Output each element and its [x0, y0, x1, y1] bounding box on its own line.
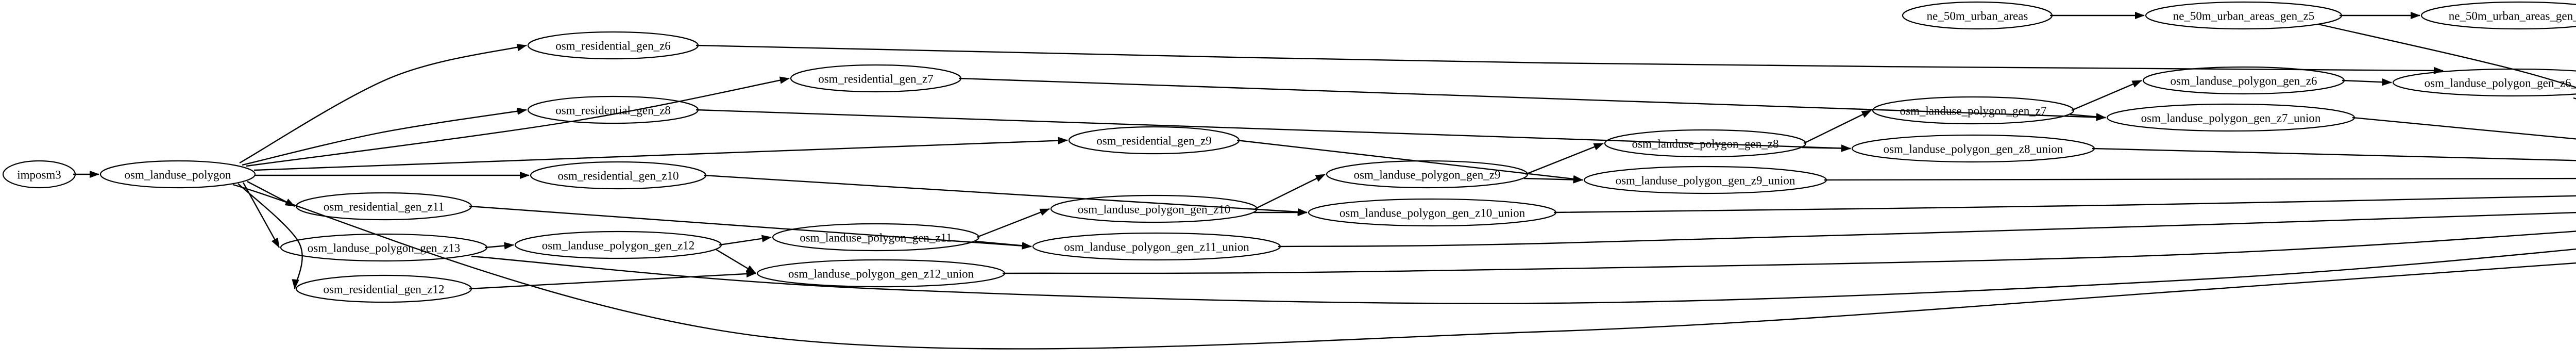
- edge-osm_landuse_polygon_gen_z7-to-osm_landuse_polygon_gen_z6: [2071, 79, 2142, 111]
- node-label-osm_landuse_polygon_gen_z8: osm_landuse_polygon_gen_z8: [1632, 138, 1779, 151]
- node-label-osm_landuse_polygon_gen_z10_union: osm_landuse_polygon_gen_z10_union: [1340, 207, 1526, 220]
- node-label-osm_landuse_polygon_gen_z7_union: osm_landuse_polygon_gen_z7_union: [2141, 112, 2321, 125]
- edge-osm_landuse_polygon-to-osm_residential_gen_z12: [238, 183, 303, 289]
- node-label-osm_landuse_polygon_gen_z6: osm_landuse_polygon_gen_z6: [2171, 75, 2317, 88]
- edge-osm_residential_gen_z11-to-osm_landuse_polygon_gen_z11_union: [469, 205, 1032, 250]
- node-label-osm_landuse_polygon_gen_z13: osm_landuse_polygon_gen_z13: [308, 242, 460, 255]
- edge-osm_residential_gen_z6-to-osm_landuse_polygon_gen_z6_union: [696, 44, 2444, 75]
- node-ellipse-osm_landuse_polygon: [99, 160, 256, 189]
- edge-osm_landuse_polygon-to-osm_residential_gen_z9: [253, 137, 1068, 171]
- edge-osm_landuse_polygon_gen_z6-to-osm_landuse_polygon_gen_z6_union: [2342, 78, 2392, 86]
- node-label-ne_50m_urban_areas: ne_50m_urban_areas: [1927, 10, 2028, 23]
- node-label-osm_landuse_polygon_gen_z9_union: osm_landuse_polygon_gen_z9_union: [1616, 174, 1795, 187]
- node-osm_landuse_polygon_gen_z7: [1872, 96, 2075, 125]
- node-label-ne_50m_urban_areas_gen_z5: ne_50m_urban_areas_gen_z5: [2173, 10, 2315, 23]
- node-ellipse-osm_landuse_polygon_gen_z11: [772, 223, 980, 252]
- node-label-osm_residential_gen_z7: osm_residential_gen_z7: [818, 73, 934, 86]
- node-label-osm_landuse_polygon_gen_z11: osm_landuse_polygon_gen_z11: [800, 232, 952, 244]
- edge-osm_landuse_polygon_gen_z11_union-to-layer_landuse-z11: [1278, 212, 2576, 248]
- node-label-osm_residential_gen_z6: osm_residential_gen_z6: [555, 40, 671, 53]
- edge-osm_landuse_polygon_gen_z7_union-to-layer_landuse-z7: [2352, 117, 2576, 140]
- node-label-osm_landuse_polygon_gen_z7: osm_landuse_polygon_gen_z7: [1900, 105, 2047, 118]
- node-label-osm_landuse_polygon: osm_landuse_polygon: [125, 169, 231, 182]
- edge-osm_landuse_polygon_gen_z8-to-osm_landuse_polygon_gen_z7: [1803, 109, 1872, 144]
- edge-osm_landuse_polygon_gen_z10_union-to-layer_landuse-z10: [1553, 195, 2576, 213]
- edge-osm_landuse_polygon_gen_z9-to-osm_landuse_polygon_gen_z9_union: [1523, 176, 1583, 184]
- node-label-osm_landuse_polygon_gen_z10: osm_landuse_polygon_gen_z10: [1078, 203, 1230, 216]
- edge-osm_landuse_polygon-to-osm_residential_gen_z7: [246, 76, 790, 167]
- node-label-osm_landuse_polygon_gen_z9: osm_landuse_polygon_gen_z9: [1354, 169, 1501, 182]
- node-label-osm_residential_gen_z8: osm_residential_gen_z8: [555, 104, 671, 117]
- edge-osm_landuse_polygon_gen_z12-to-osm_landuse_polygon_gen_z11: [719, 235, 772, 246]
- node-label-osm_residential_gen_z10: osm_residential_gen_z10: [557, 170, 679, 183]
- node-label-osm_residential_gen_z9: osm_residential_gen_z9: [1096, 135, 1212, 147]
- edge-osm_landuse_polygon-to-layer_landuse-z14+: [232, 184, 2576, 350]
- node-label-osm_landuse_polygon_gen_z11_union: osm_landuse_polygon_gen_z11_union: [1064, 241, 1249, 254]
- edge-osm_landuse_polygon_gen_z9_union-to-layer_landuse-z9: [1824, 177, 2576, 181]
- node-label-imposm3: imposm3: [17, 169, 61, 182]
- edge-osm_landuse_polygon-to-osm_landuse_polygon_gen_z13: [242, 182, 280, 248]
- node-label-ne_50m_urban_areas_gen_z4: ne_50m_urban_areas_gen_z4: [2449, 10, 2576, 23]
- edge-osm_landuse_polygon-to-osm_residential_gen_z8: [242, 107, 527, 166]
- edge-ne_50m_urban_areas_gen_z5-to-layer_landuse-z5: [2318, 23, 2576, 88]
- node-label-osm_landuse_polygon_gen_z12: osm_landuse_polygon_gen_z12: [542, 239, 694, 252]
- node-label-osm_landuse_polygon_gen_z12_union: osm_landuse_polygon_gen_z12_union: [788, 268, 974, 281]
- node-ellipse-osm_landuse_polygon_gen_z7: [1872, 96, 2075, 125]
- edge-osm_landuse_polygon_gen_z13-to-layer_landuse-z13: [471, 248, 2576, 304]
- edge-osm_landuse_polygon_gen_z9-to-osm_landuse_polygon_gen_z8: [1525, 142, 1604, 175]
- edge-osm_residential_gen_z8-to-osm_landuse_polygon_gen_z8_union: [696, 109, 1851, 152]
- edge-osm_residential_gen_z10-to-osm_landuse_polygon_gen_z10_union: [703, 174, 1308, 216]
- edge-osm_landuse_polygon_gen_z13-to-osm_landuse_polygon_gen_z12: [484, 242, 514, 250]
- edge-osm_landuse_polygon_gen_z6_union-to-layer_landuse-z6: [2573, 97, 2576, 100]
- edge-osm_landuse_polygon-to-osm_residential_gen_z6: [239, 44, 527, 164]
- node-label-osm_residential_gen_z12: osm_residential_gen_z12: [323, 283, 444, 296]
- node-osm_landuse_polygon: [99, 160, 256, 189]
- edge-osm_landuse_polygon_gen_z10-to-osm_landuse_polygon_gen_z9: [1255, 173, 1326, 210]
- edge-osm_landuse_polygon_gen_z12-to-osm_landuse_polygon_gen_z12_union: [716, 249, 756, 274]
- node-label-osm_landuse_polygon_gen_z6_union: osm_landuse_polygon_gen_z6_union: [2425, 77, 2576, 90]
- edge-osm_landuse_polygon_gen_z11-to-osm_landuse_polygon_gen_z10: [976, 208, 1050, 238]
- edge-osm_residential_gen_z12-to-osm_landuse_polygon_gen_z12_union: [469, 270, 756, 290]
- node-ne_50m_urban_areas_gen_z4: [2420, 1, 2576, 30]
- node-label-osm_landuse_polygon_gen_z8_union: osm_landuse_polygon_gen_z8_union: [1884, 143, 2063, 156]
- edge-osm_residential_gen_z9-to-osm_landuse_polygon_gen_z9_union: [1236, 139, 1583, 183]
- node-osm_landuse_polygon_gen_z11: [772, 223, 980, 252]
- edge-osm_landuse_polygon_gen_z8_union-to-layer_landuse-z8: [2092, 147, 2576, 161]
- edge-osm_landuse_polygon_gen_z12_union-to-layer_landuse-z12: [1002, 231, 2576, 274]
- node-label-osm_residential_gen_z11: osm_residential_gen_z11: [324, 201, 444, 213]
- edge-osm_residential_gen_z7-to-osm_landuse_polygon_gen_z7_union: [958, 77, 2106, 121]
- node-ellipse-ne_50m_urban_areas_gen_z4: [2420, 1, 2576, 30]
